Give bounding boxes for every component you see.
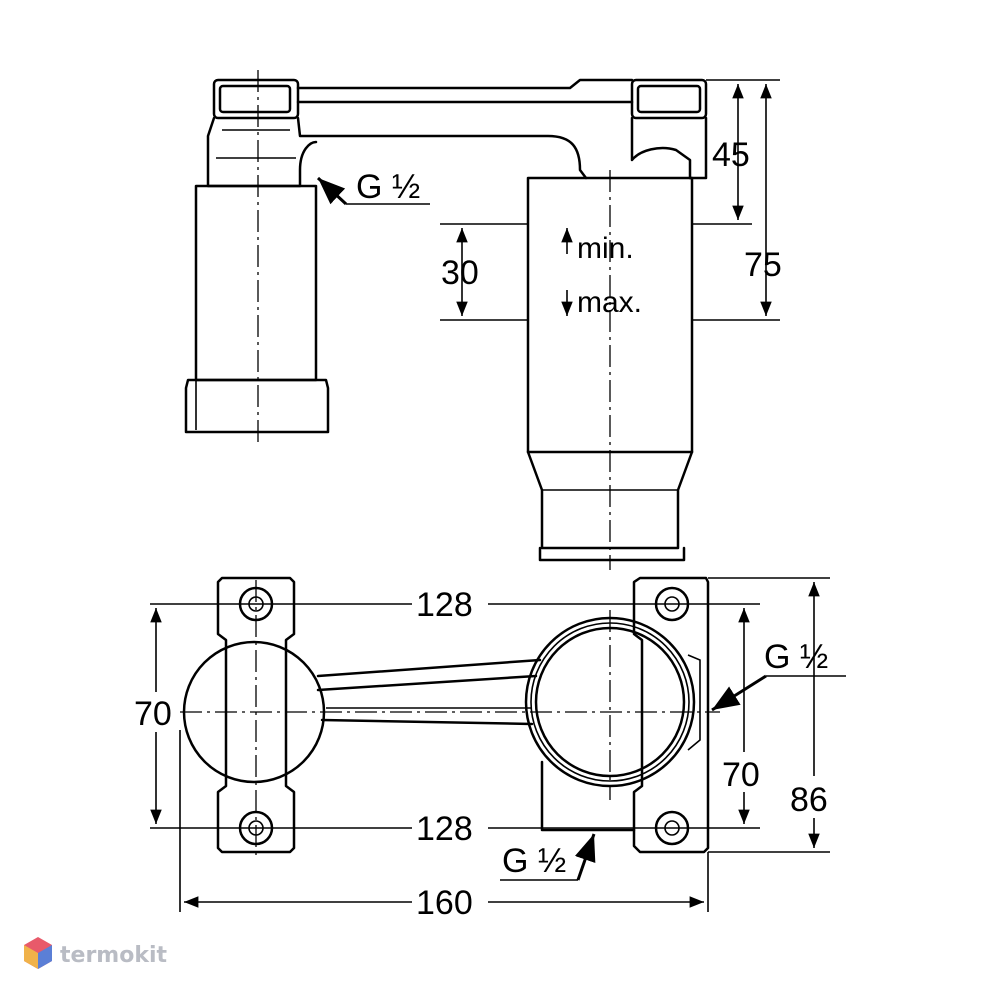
dim-adjust-range: 30 min. max.: [440, 223, 642, 321]
thread-right-label: G ½: [764, 638, 828, 676]
dim-75-label: 75: [744, 246, 782, 284]
min-label: min.: [577, 232, 634, 265]
thread-callout-side: G ½: [316, 168, 430, 206]
thread-callout-right: G ½: [711, 638, 846, 712]
dim-70-left-label: 70: [134, 695, 172, 733]
dim-total-height: 75: [692, 84, 782, 321]
connecting-bar: [316, 658, 542, 726]
dim-height-left: 70: [134, 608, 172, 824]
dim-70-right-label: 70: [722, 756, 760, 794]
dim-width: 160: [179, 730, 709, 922]
side-bracket: [206, 78, 708, 188]
dim-86-label: 86: [790, 781, 828, 819]
dim-128-bottom-label: 128: [416, 810, 473, 848]
dim-128-top-label: 128: [416, 586, 473, 624]
dim-spacing-top: 128: [150, 586, 760, 624]
dim-height-right: 70: [722, 608, 760, 824]
front-view: 128 128 70 70 86: [134, 576, 846, 922]
dim-depth: 86: [708, 577, 830, 853]
thread-side-label: G ½: [356, 168, 420, 206]
dim-top-offset: 45: [692, 79, 780, 225]
thread-bottom-label: G ½: [502, 842, 566, 880]
dim-45-label: 45: [712, 136, 750, 174]
watermark-text: termokit: [60, 943, 167, 968]
dim-160-label: 160: [416, 884, 473, 922]
max-label: max.: [577, 286, 642, 319]
watermark-logo-icon: [24, 937, 52, 969]
watermark: termokit: [24, 937, 167, 969]
side-view: 45 75 30 min. max. G ½: [184, 70, 782, 570]
left-valve-body: [184, 184, 330, 434]
dim-spacing-bottom: 128: [150, 810, 760, 848]
dim-30-label: 30: [441, 254, 479, 292]
thread-callout-bottom: G ½: [500, 833, 596, 881]
